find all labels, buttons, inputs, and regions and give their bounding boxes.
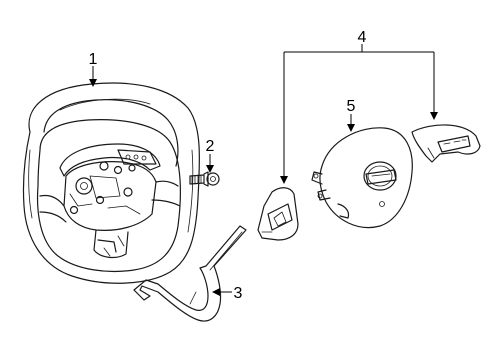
airbag-module: [311, 127, 413, 229]
left-switch: [257, 187, 299, 241]
callout-1: 1: [89, 51, 98, 68]
callout-3: 3: [234, 285, 243, 302]
callout-5: 5: [347, 98, 356, 115]
lower-cover: [133, 225, 247, 322]
bolt: [189, 171, 220, 187]
leader-lines: [89, 44, 438, 296]
callout-4: 4: [358, 29, 367, 46]
right-switch: [411, 124, 481, 163]
callout-2: 2: [206, 138, 215, 155]
steering-wheel: [22, 82, 200, 284]
